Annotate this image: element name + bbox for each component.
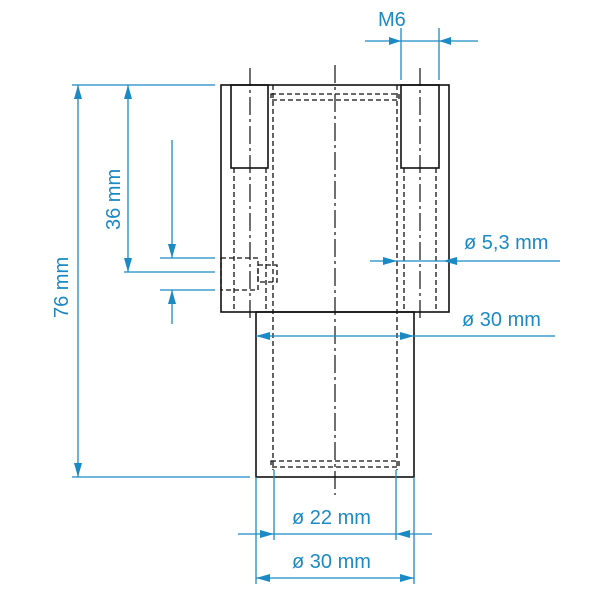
dimension-height-total: 76 mm <box>51 84 250 478</box>
bore-hidden-lines <box>270 85 400 470</box>
part-outline <box>220 65 450 495</box>
dim-label-height-side-hole: 36 mm <box>103 169 125 230</box>
threaded-holes <box>230 68 440 320</box>
dimension-m6: M6 <box>365 9 478 80</box>
dim-label-outer-lower: ø 30 mm <box>292 551 371 573</box>
dimension-bore-small: ø 5,3 mm <box>370 232 560 265</box>
dimension-outer-lower: ø 30 mm <box>255 477 415 584</box>
dimension-side-hole-diameter <box>160 140 215 324</box>
dim-label-height-total: 76 mm <box>51 257 73 318</box>
dimension-outer-upper: ø 30 mm <box>256 309 555 340</box>
dim-label-m6: M6 <box>378 9 406 31</box>
dim-label-bore-small: ø 5,3 mm <box>464 232 548 254</box>
dimension-height-side-hole: 36 mm <box>103 85 215 273</box>
dimension-inner-lower: ø 22 mm <box>238 470 432 540</box>
dim-label-outer-upper: ø 30 mm <box>462 309 541 331</box>
dim-label-inner-lower: ø 22 mm <box>292 507 371 529</box>
side-hole <box>220 257 278 291</box>
